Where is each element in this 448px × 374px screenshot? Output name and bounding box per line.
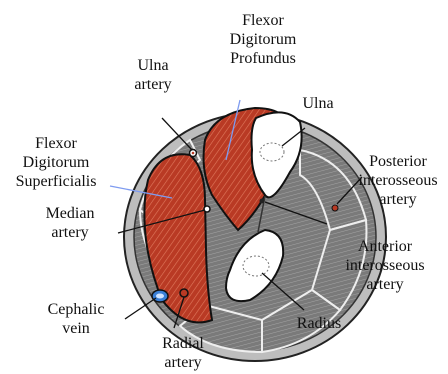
cephalic-vein-lumen [156,294,164,299]
posterior-interosseous-artery-vessel [332,205,338,211]
label-ulna: Ulna [288,94,348,113]
label-radius: Radius [282,314,356,333]
label-posterior-interosseous-artery: Posterior interosseous artery [348,152,448,209]
radial-artery-vessel [180,289,188,297]
label-median-artery: Median artery [32,204,108,242]
label-radial-artery: Radial artery [150,334,216,372]
label-anterior-interosseous-artery: Anterior interosseous artery [330,237,440,294]
label-flexor-digitorum-superficialis: Flexor Digitorum Superficialis [8,134,104,191]
label-ulna-artery: Ulna artery [124,56,182,94]
label-flexor-digitorum-profundus: Flexor Digitorum Profundus [222,11,304,68]
ulna-artery-lumen [192,152,195,155]
label-cephalic-vein: Cephalic vein [36,300,116,338]
median-artery-vessel [204,206,210,212]
anterior-interosseous-artery-vessel [260,199,265,204]
